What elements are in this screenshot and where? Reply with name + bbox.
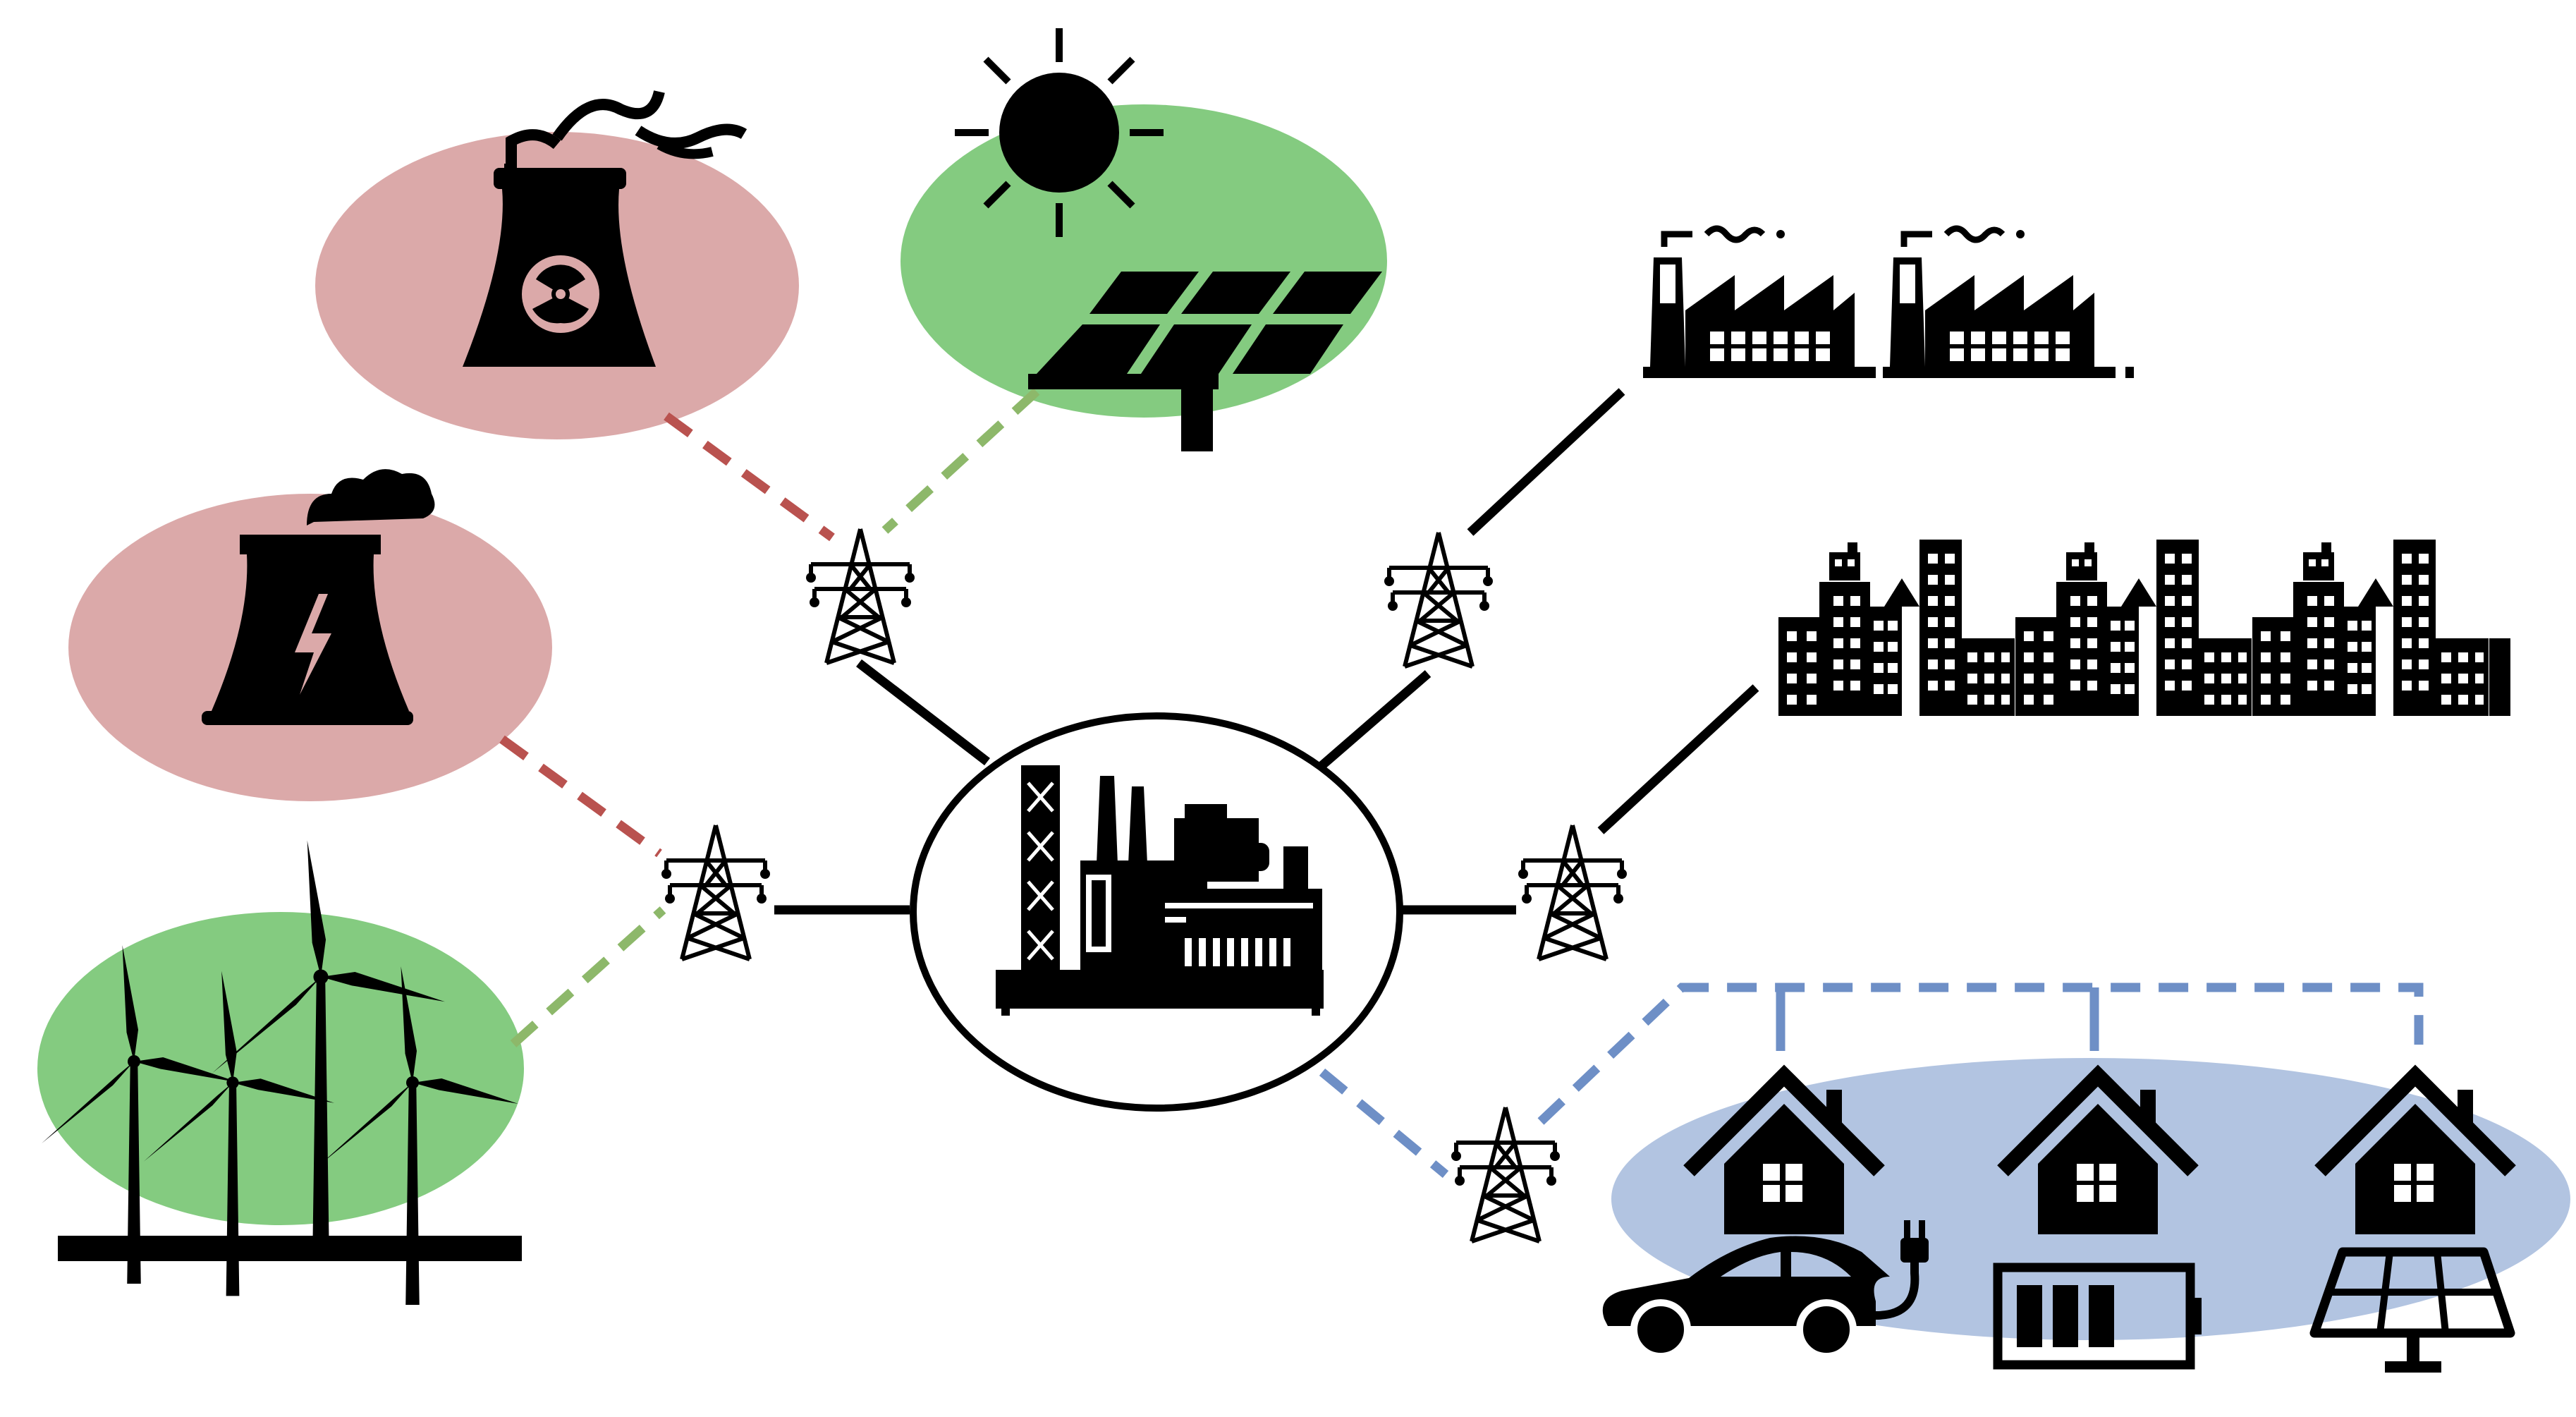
central-power-plant: [910, 712, 1403, 1112]
factory-icon: [1643, 229, 1894, 378]
thermal-power-plant-icon: [202, 469, 435, 725]
transmission-tower-icon: [1384, 533, 1493, 667]
power-plant-icon: [996, 765, 1324, 1016]
nuclear-cooling-tower-icon: [463, 90, 747, 367]
fossil-links: [499, 412, 835, 858]
electric-car-icon: [1602, 1220, 1929, 1360]
transmission-tower-icon: [661, 825, 770, 959]
factory-icon: [1883, 229, 2134, 378]
solar-panel-icon: [2309, 1247, 2515, 1373]
wind-turbine-icon: [41, 840, 522, 1305]
sun-icon: [955, 28, 1164, 237]
city-buildings-icon: [1778, 540, 2510, 716]
transmission-tower-icon: [1451, 1107, 1560, 1241]
wind-zone: [37, 912, 524, 1225]
transmission-tower-icon: [1518, 825, 1627, 959]
renewable-links: [510, 388, 1040, 1047]
transmission-tower-icon: [806, 529, 915, 663]
battery-icon: [1993, 1263, 2202, 1370]
prosumer-links: [1319, 983, 2424, 1179]
grid-links: [774, 388, 1759, 915]
solar-panel-icon: [1028, 272, 1382, 451]
